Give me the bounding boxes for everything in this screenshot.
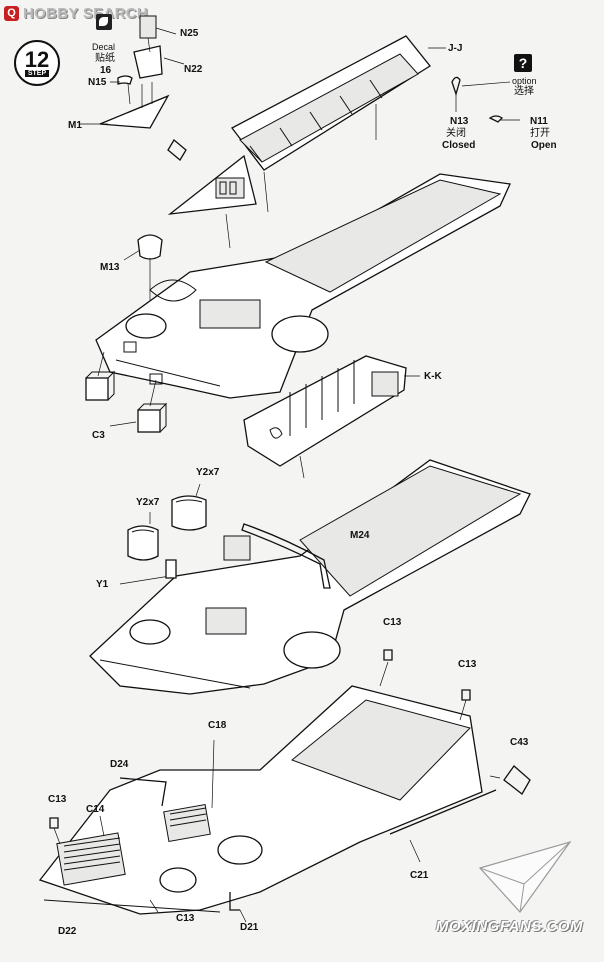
part-n11-cn-label: 打开 bbox=[530, 128, 550, 139]
small-triangle-subassembly bbox=[167, 139, 257, 249]
part-y2x7-label-right: Y2x7 bbox=[196, 467, 220, 478]
part-y2x7-label-left: Y2x7 bbox=[136, 497, 160, 508]
part-c43-label: C43 bbox=[510, 737, 529, 748]
y2x7-idler-rings bbox=[119, 483, 207, 585]
hobby-search-wordmark: HOBBY SEARCH bbox=[23, 4, 149, 22]
part-n15-label: N15 bbox=[88, 77, 107, 88]
part-c3-label: C3 bbox=[92, 430, 105, 441]
decal-icon bbox=[96, 14, 112, 30]
part-d21-label: D21 bbox=[240, 922, 259, 933]
part-n11-label: N11 bbox=[530, 116, 548, 127]
n13-n11-options bbox=[451, 76, 520, 123]
engine-deck-part-jj bbox=[231, 35, 446, 213]
decal-number: 16 bbox=[100, 65, 112, 76]
step-word: STEP bbox=[24, 69, 50, 77]
step-number-badge: 12 STEP bbox=[14, 40, 60, 86]
option-label-cn: 选择 bbox=[514, 86, 534, 97]
decal-title: Decal bbox=[92, 42, 116, 52]
part-n22-label: N22 bbox=[184, 64, 203, 75]
lower-hull-top bbox=[95, 173, 511, 399]
part-c3-blocks bbox=[85, 351, 168, 433]
step-number: 12 bbox=[24, 46, 50, 72]
part-c14-label: C14 bbox=[86, 804, 105, 815]
part-c21-label: C21 bbox=[410, 870, 429, 881]
part-n11-open-label: Open bbox=[531, 140, 557, 151]
hobby-search-logo: Q HOBBY SEARCH bbox=[4, 4, 148, 22]
hobby-search-badge-icon: Q bbox=[4, 5, 19, 21]
part-c13-label-right: C13 bbox=[458, 659, 477, 670]
part-jj-label: J-J bbox=[448, 43, 463, 54]
part-n25-label: N25 bbox=[180, 28, 199, 39]
rear-wall-part-kk bbox=[243, 355, 420, 479]
part-y1-label: Y1 bbox=[96, 579, 109, 590]
part-d22-label: D22 bbox=[58, 926, 77, 937]
moxingfans-watermark: MOXINGFANS.COM bbox=[436, 918, 584, 935]
upper-hull-part-m1 bbox=[80, 15, 185, 129]
part-m24-label: M24 bbox=[350, 530, 370, 541]
lower-hull-bottom bbox=[38, 649, 531, 923]
part-c13-label-bottom: C13 bbox=[176, 913, 195, 924]
lower-hull-middle bbox=[89, 459, 531, 695]
part-m1-label: M1 bbox=[68, 120, 82, 131]
part-n13-label: N13 bbox=[450, 116, 469, 127]
part-n13-closed-label: Closed bbox=[442, 140, 476, 151]
decal-title-cn: 贴纸 bbox=[95, 53, 115, 64]
part-kk-label: K-K bbox=[424, 371, 442, 382]
part-c18-label: C18 bbox=[208, 720, 227, 731]
option-question-icon: ? bbox=[514, 54, 532, 72]
part-n13-cn-label: 关闭 bbox=[446, 128, 466, 139]
part-c13-label-left: C13 bbox=[48, 794, 67, 805]
paper-plane-logo bbox=[478, 840, 572, 913]
part-m13-label: M13 bbox=[100, 262, 120, 273]
option-label: option bbox=[512, 76, 537, 86]
part-c13-label-top: C13 bbox=[383, 617, 402, 628]
part-d24-label: D24 bbox=[110, 759, 129, 770]
